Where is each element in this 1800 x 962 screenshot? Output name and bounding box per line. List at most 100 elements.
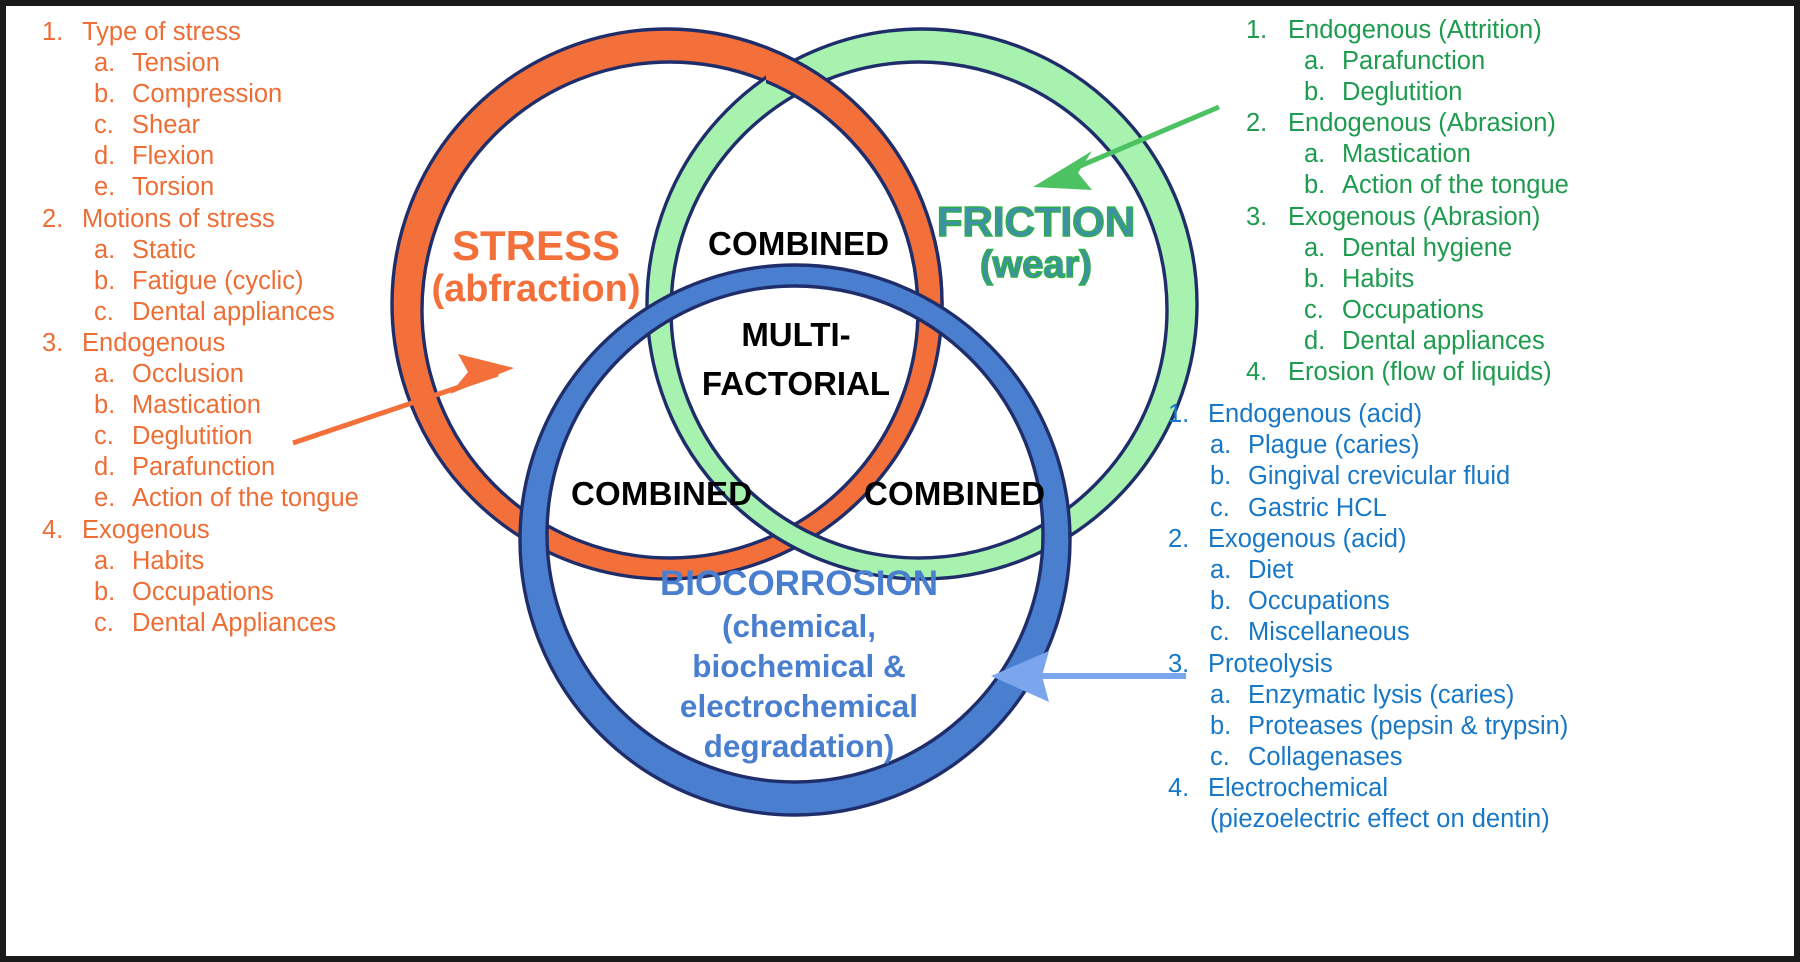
bio-list-subitem: a.Diet [1158, 555, 1638, 584]
bio-list-subitem-label: Occupations [1248, 587, 1390, 616]
friction-list-subitem: a.Mastication [1236, 142, 1656, 168]
overlap-label-top: COMBINED [708, 225, 890, 262]
stress-list-subitem-label: Occlusion [132, 360, 244, 389]
friction-list-subitem-marker: a. [1304, 47, 1326, 76]
bio-list-subitem-label: Proteases (pepsin & trypsin) [1248, 711, 1569, 740]
biocorrosion-label: BIOCORROSION (chemical, biochemical & el… [639, 562, 959, 766]
stress-list-subitem: c.Shear [32, 113, 432, 139]
multifactorial-line2: FACTORIAL [701, 364, 891, 402]
stress-list-item-marker: 3. [42, 328, 64, 357]
bio-list-item-label: Electrochemical [1208, 774, 1388, 803]
overlap-label-right: COMBINED [864, 475, 1046, 512]
bio-list-subitem-marker: b. [1210, 587, 1232, 616]
friction-list-item: 3.Exogenous (Abrasion) [1236, 202, 1656, 231]
bio-list-subitem-marker: a. [1210, 680, 1232, 709]
friction-list-item: 1.Endogenous (Attrition) [1236, 16, 1656, 44]
stress-list-subitem-marker: e. [94, 484, 116, 513]
stress-list-subitem-label: Torsion [132, 173, 215, 202]
friction-list-item-label: Endogenous (Abrasion) [1288, 109, 1556, 138]
stress-list-subitem-marker: e. [94, 173, 116, 202]
stress-label: STRESS (abfraction) [406, 223, 666, 308]
stress-list-subitem-label: Parafunction [132, 453, 276, 482]
stress-list-item-marker: 2. [42, 204, 64, 233]
friction-list-subitem: a. Dental hygiene [1236, 233, 1656, 262]
stress-list-subitem-marker: b. [94, 266, 116, 295]
bio-list-subitem-marker: c. [1210, 743, 1230, 772]
stress-list-subitem-marker: b. [94, 391, 116, 420]
bio-list-subitem: c.Gastric HCL [1158, 493, 1638, 522]
stress-list-subitem-label: Dental appliances [132, 297, 335, 326]
stress-list-subitem-marker: a. [94, 546, 116, 575]
friction-list-subitem-label: Occupations [1342, 295, 1484, 324]
stress-list-subitem: a.Occlusion [32, 362, 432, 388]
stress-list-subitem-label: Habits [132, 546, 205, 575]
bio-list-subitem-label: Diet [1248, 555, 1294, 584]
friction-list-subitem-label: Dental hygiene [1342, 233, 1513, 262]
bio-list-subitem-marker: b. [1210, 462, 1232, 491]
biocorrosion-factor-list: 1.Endogenous (acid) a. Plague (caries) b. Gi… [1158, 400, 1638, 839]
biocorrosion-subtitle: (chemical, biochemical & electrochemical… [679, 608, 919, 765]
stress-list-subitem: b.Compression [32, 82, 432, 108]
friction-list-subitem-marker: b. [1304, 171, 1326, 200]
bio-list-subitem-label: Miscellaneous [1248, 618, 1410, 647]
stress-list-subitem-label: Dental Appliances [132, 608, 337, 637]
stress-list-subitem-label: Fatigue (cyclic) [132, 266, 304, 295]
bio-list-subitem: c. Miscellaneous [1158, 620, 1638, 646]
stress-list-subitem-label: Static [132, 235, 196, 264]
stress-list-subitem: c.Dental Appliances [32, 608, 432, 637]
bio-list-item: 4. Electrochemical [1158, 776, 1638, 802]
bio-list-subitem-label: Collagenases [1248, 743, 1403, 772]
stress-list-subitem-label: Flexion [132, 142, 215, 171]
stress-list-subitem: b. Fatigue (cyclic) [32, 266, 432, 295]
stress-list-item: 2.Motions of stress [32, 204, 432, 233]
stress-list-item-label: Type of stress [82, 18, 241, 46]
bio-list-item-marker: 1. [1168, 400, 1190, 428]
bio-list-subitem-label: Gingival crevicular fluid [1248, 462, 1511, 491]
friction-arrow [1033, 104, 1220, 190]
stress-list-subitem: b. Occupations [32, 577, 432, 606]
stress-list-subitem-label: Action of the tongue [132, 484, 359, 513]
stress-list-item: 3. Endogenous [32, 328, 432, 357]
bio-list-item: 1.Endogenous (acid) [1158, 400, 1638, 428]
friction-list-item-label: Exogenous (Abrasion) [1288, 202, 1541, 231]
bio-list-subitem: b. Proteases (pepsin & trypsin) [1158, 711, 1638, 740]
friction-list-subitem: b.Deglutition [1236, 80, 1656, 106]
biocorrosion-title: BIOCORROSION [659, 564, 939, 603]
friction-list-subitem: d.Dental appliances [1236, 328, 1656, 355]
bio-list-item-marker: 3. [1168, 649, 1190, 678]
friction-list-item-label: Erosion (flow of liquids) [1288, 358, 1552, 387]
stress-list-subitem-marker: c. [94, 422, 114, 451]
stress-list-subitem: c. Deglutition [32, 424, 432, 450]
friction-list-item-label: Endogenous (Attrition) [1288, 16, 1542, 44]
overlap-label-left: COMBINED [571, 475, 753, 512]
stress-list-item-marker: 4. [42, 515, 64, 544]
stress-list-subitem-label: Compression [132, 80, 283, 109]
bio-list-item-marker: 4. [1168, 774, 1190, 803]
stress-list-subitem-marker: c. [94, 297, 114, 326]
overlap-label-center: MULTI- FACTORIAL [696, 311, 896, 409]
friction-list-subitem-marker: b. [1304, 264, 1326, 293]
friction-label: FRICTION (wear) [906, 199, 1166, 286]
friction-list-subitem-label: Deglutition [1342, 78, 1463, 107]
stress-list-subitem-label: Occupations [132, 577, 274, 606]
bio-list-item-label: Exogenous (acid) [1208, 524, 1407, 553]
bio-list-subitem-marker: a. [1210, 431, 1232, 460]
friction-list-item-marker: 2. [1246, 109, 1268, 138]
biocorrosion-arrow [991, 651, 1186, 702]
stress-list-subitem-label: Tension [132, 49, 220, 78]
stress-list-subitem: c. Dental appliances [32, 297, 432, 326]
friction-list-item: 2. Endogenous (Abrasion) [1236, 111, 1656, 137]
stress-list-subitem-label: Deglutition [132, 422, 253, 451]
bio-list-subitem-marker: b. [1210, 711, 1232, 740]
stress-list-subitem-marker: b. [94, 577, 116, 606]
stress-list-item: 4.Exogenous [32, 515, 432, 544]
bio-list-subitem-label: Plague (caries) [1248, 431, 1420, 460]
stress-list-item-label: Endogenous [82, 328, 226, 357]
bio-list-subitem-label: Gastric HCL [1248, 493, 1387, 522]
friction-list-subitem-marker: a. [1304, 233, 1326, 262]
bio-list-subitem-marker: c. [1210, 618, 1230, 647]
bio-list-item-marker: 2. [1168, 524, 1190, 553]
bio-list-item: 3.Proteolysis [1158, 649, 1638, 678]
